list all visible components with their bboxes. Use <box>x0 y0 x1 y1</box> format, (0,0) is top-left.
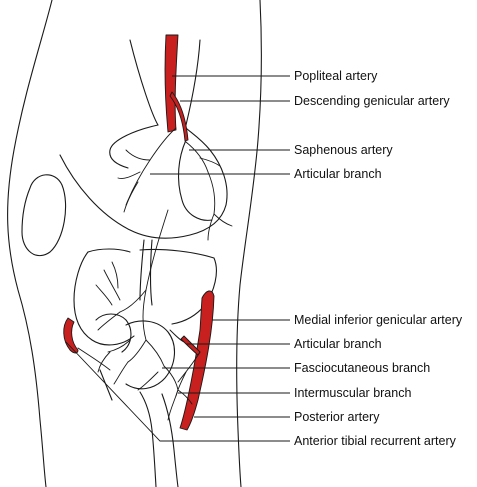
label-saphenous-artery: Saphenous artery <box>294 143 393 157</box>
label-articular-branch-upper: Articular branch <box>294 167 382 181</box>
leg-outline <box>7 0 262 487</box>
arteries <box>63 34 215 431</box>
label-intermuscular-branch: Intermuscular branch <box>294 386 412 400</box>
descending-genicular-artery <box>169 91 189 142</box>
label-anterior-tibial-recurrent-artery: Anterior tibial recurrent artery <box>294 434 456 448</box>
label-posterior-artery: Posterior artery <box>294 410 380 424</box>
label-articular-branch-lower: Articular branch <box>294 337 382 351</box>
branch-network <box>77 127 233 421</box>
leader-lines <box>65 75 290 442</box>
leader-anterior-tibial-recurrent <box>65 341 290 442</box>
posterior-artery <box>179 290 215 431</box>
label-descending-genicular-artery: Descending genicular artery <box>294 94 450 108</box>
popliteal-artery <box>164 34 179 133</box>
label-popliteal-artery: Popliteal artery <box>294 69 378 83</box>
label-medial-inferior-genicular-artery: Medial inferior genicular artery <box>294 313 463 327</box>
label-fasciocutaneous-branch: Fasciocutaneous branch <box>294 361 431 375</box>
